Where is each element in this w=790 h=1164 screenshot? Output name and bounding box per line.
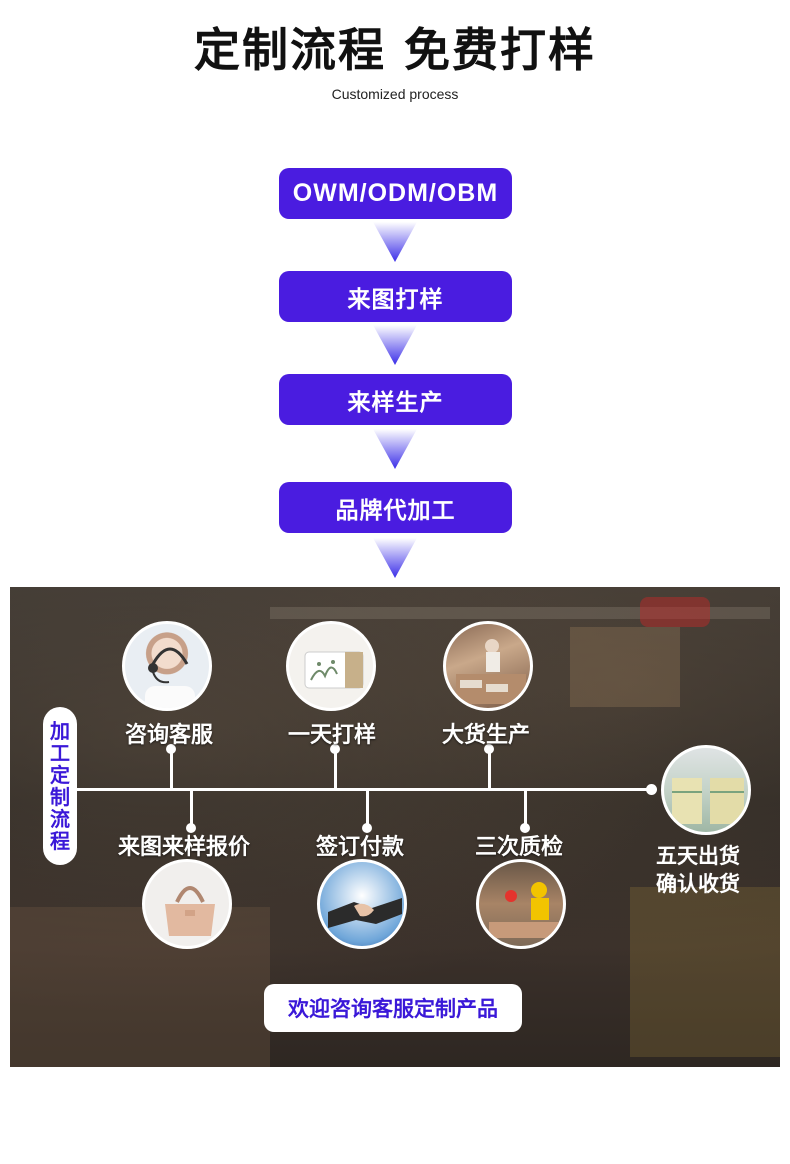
side-label-char: 工	[50, 741, 70, 765]
down-arrow-icon	[373, 325, 417, 365]
down-arrow-icon	[373, 538, 417, 578]
top-item-label: 咨询客服	[125, 723, 214, 748]
warehouse-photo	[661, 745, 751, 835]
background-bag	[640, 597, 710, 627]
timeline-node	[520, 823, 530, 833]
headset-icon	[145, 647, 195, 708]
wallet-icon	[304, 651, 364, 689]
background-box	[630, 887, 780, 1057]
factory-workers-icon	[456, 639, 526, 704]
handshake-icon	[328, 898, 402, 928]
side-label-char: 程	[50, 829, 70, 853]
timeline-node	[362, 823, 372, 833]
step-owm-odm-obm: OWM/ODM/OBM	[279, 168, 512, 219]
quality-inspection-icon	[489, 882, 559, 938]
bottom-item-label: 来图来样报价	[118, 835, 251, 860]
final-step-line: 确认收货	[656, 872, 740, 896]
down-arrow-icon	[373, 222, 417, 262]
quality-check-photo	[476, 859, 566, 949]
handbag-photo	[142, 859, 232, 949]
timeline-node	[484, 744, 494, 754]
production-photo	[443, 621, 533, 711]
timeline-node	[330, 744, 340, 754]
process-panel: 加 工 定 制 流 程 咨询客服 一天打样	[10, 587, 780, 1067]
wallet-photo	[286, 621, 376, 711]
step-drawing-sampling: 来图打样	[279, 271, 512, 322]
background-box	[570, 627, 680, 707]
top-item-label: 一天打样	[288, 723, 377, 748]
customer-service-photo	[122, 621, 212, 711]
down-arrow-icon	[373, 429, 417, 469]
final-step-label: 五天出货 确认收货	[656, 842, 740, 898]
bottom-item-label: 签订付款	[316, 835, 405, 860]
side-label-char: 定	[50, 763, 70, 787]
side-label-char: 制	[50, 785, 70, 809]
background-box	[10, 907, 270, 1067]
side-label-char: 加	[50, 719, 70, 743]
process-side-label: 加 工 定 制 流 程	[43, 707, 77, 865]
timeline-stem	[170, 747, 173, 789]
top-item-label: 大货生产	[442, 723, 531, 748]
bottom-item-label: 三次质检	[475, 835, 564, 860]
background-shelf	[270, 607, 770, 619]
timeline-node	[166, 744, 176, 754]
final-step-line: 五天出货	[656, 844, 740, 868]
side-label-char: 流	[50, 807, 70, 831]
timeline-stem	[524, 789, 527, 829]
timeline-stem	[334, 747, 337, 789]
consult-cta-button[interactable]: 欢迎咨询客服定制产品	[264, 984, 522, 1032]
page-title: 定制流程 免费打样	[193, 23, 596, 77]
timeline-stem	[488, 747, 491, 789]
step-sample-production: 来样生产	[279, 374, 512, 425]
timeline-end-dot	[646, 784, 657, 795]
page-subtitle: Customized process	[331, 86, 459, 102]
warehouse-icon	[672, 778, 744, 824]
handshake-photo	[317, 859, 407, 949]
timeline-stem	[366, 789, 369, 829]
timeline-stem	[190, 789, 193, 829]
handbag-icon	[165, 886, 215, 936]
step-brand-oem: 品牌代加工	[279, 482, 512, 533]
timeline-node	[186, 823, 196, 833]
